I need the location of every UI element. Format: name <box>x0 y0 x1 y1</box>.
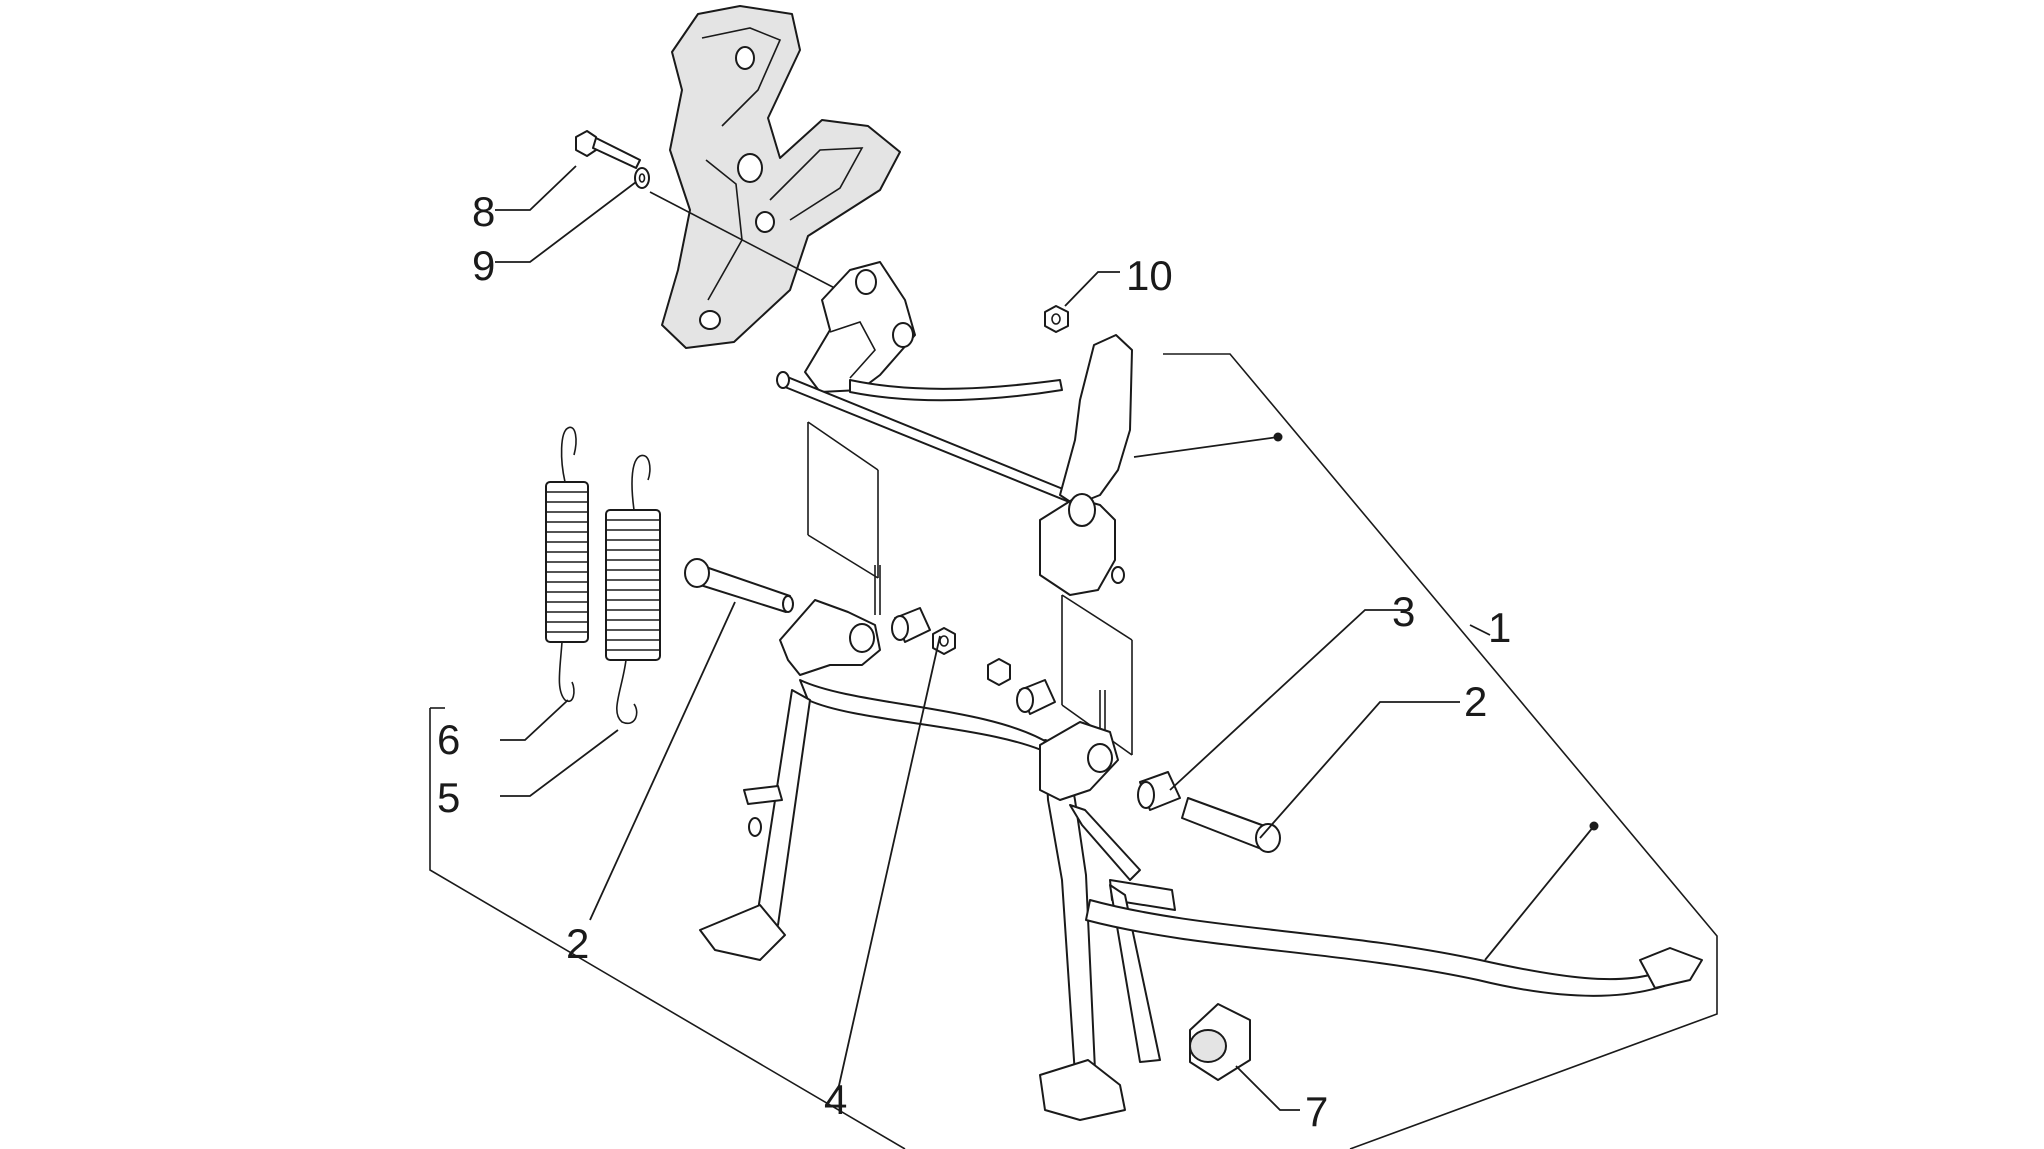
callout-2-right: 2 <box>1464 678 1487 725</box>
callout-labels: 1 2 2 3 4 5 6 7 8 9 10 <box>437 188 1511 1135</box>
center-stand <box>699 599 1703 1121</box>
callout-2-left: 2 <box>566 920 589 967</box>
callout-8: 8 <box>472 188 495 235</box>
bushing-3 <box>1137 771 1181 811</box>
callout-10: 10 <box>1126 252 1173 299</box>
bolt-8 <box>575 130 641 169</box>
upper-bracket-assembly <box>776 261 1133 756</box>
callout-4: 4 <box>824 1076 847 1123</box>
kit-boundary-1 <box>429 353 1718 1149</box>
right-pivot-bracket <box>1039 721 1119 801</box>
spring-6 <box>545 426 589 703</box>
callout-1: 1 <box>1488 604 1511 651</box>
bushing-4-set <box>891 607 1056 715</box>
rubber-buffer-7 <box>1189 1003 1251 1081</box>
callout-5: 5 <box>437 774 460 821</box>
pin-2-right <box>1181 797 1281 853</box>
callout-6: 6 <box>437 716 460 763</box>
callout-leaders <box>495 165 1491 1111</box>
pin-2-left <box>684 558 794 613</box>
nut-10 <box>1044 305 1069 333</box>
callout-9: 9 <box>472 242 495 289</box>
washer-9 <box>634 167 650 189</box>
callout-7: 7 <box>1305 1088 1328 1135</box>
spring-5 <box>605 454 661 725</box>
callout-3: 3 <box>1392 588 1415 635</box>
frame-bracket <box>649 5 901 349</box>
